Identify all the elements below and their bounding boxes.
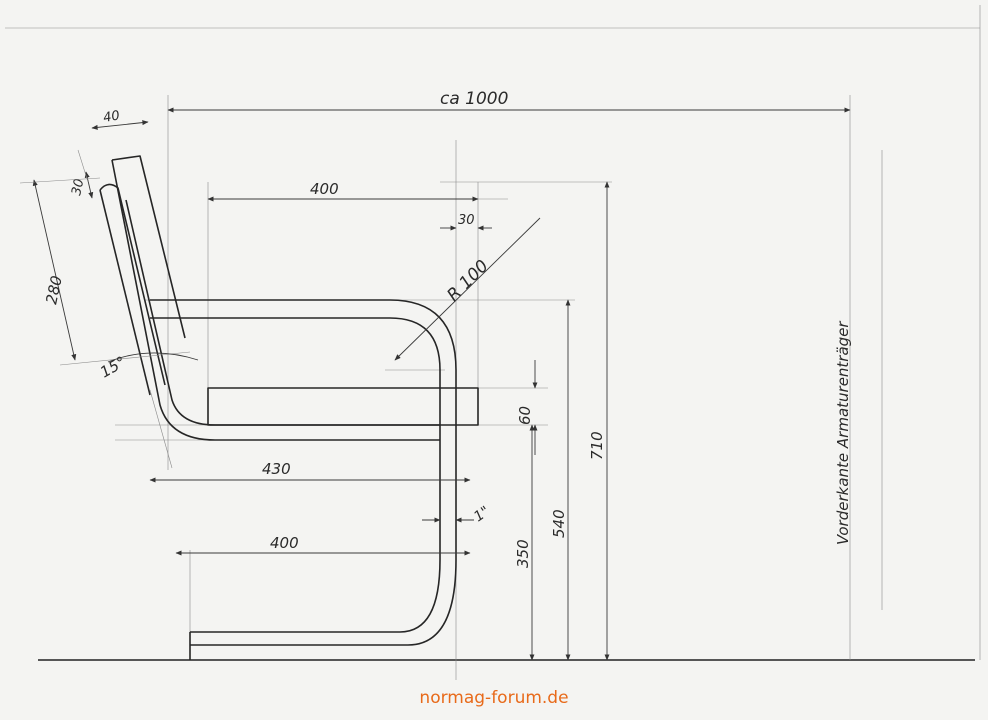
- dim-seat-height-label: 350: [514, 539, 532, 568]
- dim-bend-radius-label: R 100: [443, 256, 492, 305]
- dim-bend-radius-line: [394, 217, 541, 361]
- dim-seat-thickness-label: 60: [516, 406, 534, 425]
- watermark: normag-forum.de: [419, 688, 569, 708]
- backrest-tube-outer: [111, 159, 440, 441]
- armrest-tube: [150, 299, 457, 646]
- dim-backrest-length-label: 280: [42, 274, 66, 306]
- dim-armrest-depth-label: 400: [310, 180, 339, 198]
- dim-top-offset-line: [84, 171, 94, 199]
- armrest-tube-inner: [150, 317, 441, 633]
- dim-overall-width-label: ca 1000: [440, 89, 508, 109]
- dim-armrest-height-label: 540: [550, 509, 568, 538]
- dim-tube-width-line: [91, 120, 149, 130]
- dim-seat-depth-label: 430: [262, 460, 291, 478]
- dim-backrest-angle-arc: [107, 352, 199, 363]
- dim-backrest-length-line: [32, 179, 77, 361]
- dim-tube-diameter-label: 1": [471, 503, 493, 525]
- seat-cushion: [207, 387, 479, 426]
- dim-base-depth-label: 400: [270, 534, 299, 552]
- dashboard-front-edge-annotation: Vorderkante Armaturenträger: [834, 321, 852, 545]
- dim-total-height-label: 710: [588, 431, 606, 460]
- dim-tube-width-label: 40: [102, 108, 121, 126]
- backrest-tube-inner: [125, 199, 440, 426]
- dim-top-offset-label: 30: [69, 178, 87, 197]
- chair-frame: [99, 155, 479, 660]
- dim-armrest-offset-label: 30: [458, 213, 475, 228]
- backrest-top-loop: [111, 155, 186, 339]
